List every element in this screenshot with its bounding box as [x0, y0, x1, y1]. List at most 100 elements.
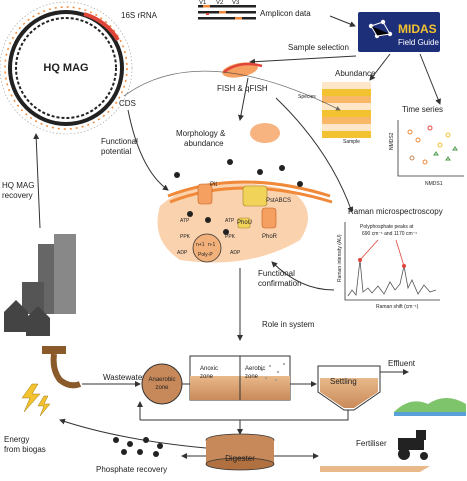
heatmap-cell	[357, 89, 364, 96]
midas-subtitle: Field Guide	[398, 38, 439, 47]
fish-cell	[222, 62, 263, 78]
amplicon-bars	[198, 5, 256, 20]
heatmap-cell	[357, 103, 364, 110]
heatmap-cell	[350, 110, 357, 117]
heatmap-cell	[336, 96, 343, 103]
hq-recovery-2: recovery	[2, 191, 33, 200]
heatmap-cell	[350, 89, 357, 96]
fish-label: FISH & qFISH	[217, 84, 268, 93]
heatmap-cell	[357, 117, 364, 124]
energy-label-2: from biogas	[4, 445, 46, 454]
heatmap-cell	[336, 117, 343, 124]
heatmap-cell	[343, 131, 350, 138]
abundance-species: Species	[298, 94, 316, 100]
morphology-label-1: Morphology &	[176, 129, 226, 138]
functional-potential-2: potential	[101, 147, 131, 156]
effluent-label: Effluent	[388, 359, 416, 368]
heatmap-cell	[329, 89, 336, 96]
amplicon-v1: V1	[199, 0, 207, 6]
heatmap-cell	[322, 103, 329, 110]
rrna-label: 16S rRNA	[121, 11, 158, 20]
aerobic-label-1: Aerobic	[245, 366, 265, 372]
heatmap-cell	[329, 124, 336, 131]
poly-p-label: Poly-P	[198, 252, 213, 258]
river-landscape	[394, 398, 466, 416]
pstabcs-label: PstABCS	[266, 198, 291, 204]
heatmap-cell	[336, 124, 343, 131]
midas-brand: MIDAS	[398, 22, 437, 36]
digester-tank	[205, 433, 275, 471]
atp-right: ATP	[225, 218, 235, 224]
city-illustration	[4, 234, 82, 389]
heatmap-cell	[350, 131, 357, 138]
heatmap-cell	[364, 89, 371, 96]
heatmap-cell	[350, 82, 357, 89]
morphology-cell	[250, 123, 280, 143]
abundance-heatmap	[322, 82, 371, 138]
hq-mag-circle	[0, 1, 133, 135]
raman-title: Raman microspectroscopy	[348, 207, 443, 216]
heatmap-cell	[322, 110, 329, 117]
heatmap-cell	[322, 124, 329, 131]
raman-plot	[344, 222, 440, 301]
nmds1-label: NMDS1	[425, 181, 443, 187]
raman-peaks-1: Polyphosphate peaks at	[360, 224, 414, 230]
wastewater-label: Wastewater	[103, 373, 145, 382]
heatmap-cell	[357, 110, 364, 117]
anoxic-label-1: Anoxic	[200, 366, 218, 372]
adp-right: ADP	[230, 250, 241, 256]
n-plus-label: n+1	[196, 242, 205, 248]
anoxic-label-2: zone	[200, 374, 214, 380]
heatmap-cell	[343, 96, 350, 103]
hq-recovery-1: HQ MAG	[2, 181, 34, 190]
heatmap-cell	[322, 117, 329, 124]
cell-diagram	[157, 159, 333, 263]
heatmap-cell	[322, 96, 329, 103]
reactor-tank	[189, 355, 291, 401]
heatmap-cell	[350, 124, 357, 131]
atp-left: ATP	[180, 218, 190, 224]
heatmap-cell	[350, 103, 357, 110]
heatmap-cell	[357, 96, 364, 103]
heatmap-cell	[364, 110, 371, 117]
heatmap-cell	[364, 82, 371, 89]
functional-confirmation-2: confirmation	[258, 279, 302, 288]
heatmap-cell	[343, 117, 350, 124]
abundance-title: Abundance	[335, 69, 376, 78]
heatmap-cell	[357, 131, 364, 138]
phosphate-dots	[113, 437, 163, 457]
n-minus-label: n-1	[208, 242, 215, 248]
amplicon-v3: V3	[232, 0, 240, 6]
heatmap-cell	[322, 89, 329, 96]
ppk-left: PPK	[180, 234, 191, 240]
hq-mag-title: HQ MAG	[43, 62, 88, 74]
heatmap-cell	[343, 82, 350, 89]
heatmap-cell	[357, 124, 364, 131]
heatmap-cell	[329, 96, 336, 103]
heatmap-cell	[329, 82, 336, 89]
ppk-right: PPK	[225, 234, 236, 240]
anaerobic-label-2: zone	[155, 385, 169, 391]
time-series-title: Time series	[402, 105, 443, 114]
heatmap-cell	[322, 131, 329, 138]
abundance-sample: Sample	[343, 139, 360, 145]
heatmap-cell	[336, 110, 343, 117]
heatmap-cell	[322, 82, 329, 89]
role-label: Role in system	[262, 320, 315, 329]
sample-selection-label: Sample selection	[288, 43, 349, 52]
anaerobic-zone	[141, 363, 183, 405]
heatmap-cell	[336, 131, 343, 138]
amplicon-label: Amplicon data	[260, 9, 311, 18]
heatmap-cell	[343, 103, 350, 110]
heatmap-cell	[364, 103, 371, 110]
heatmap-cell	[350, 117, 357, 124]
heatmap-cell	[343, 89, 350, 96]
amplicon-v2: V2	[216, 0, 224, 6]
anaerobic-label-1: Anaerobic	[148, 377, 175, 383]
settling-label: Settling	[330, 377, 357, 386]
phor-label: PhoR	[262, 234, 278, 240]
energy-label-1: Energy	[4, 435, 29, 444]
heatmap-cell	[364, 96, 371, 103]
aerobic-label-2: zone	[245, 374, 259, 380]
